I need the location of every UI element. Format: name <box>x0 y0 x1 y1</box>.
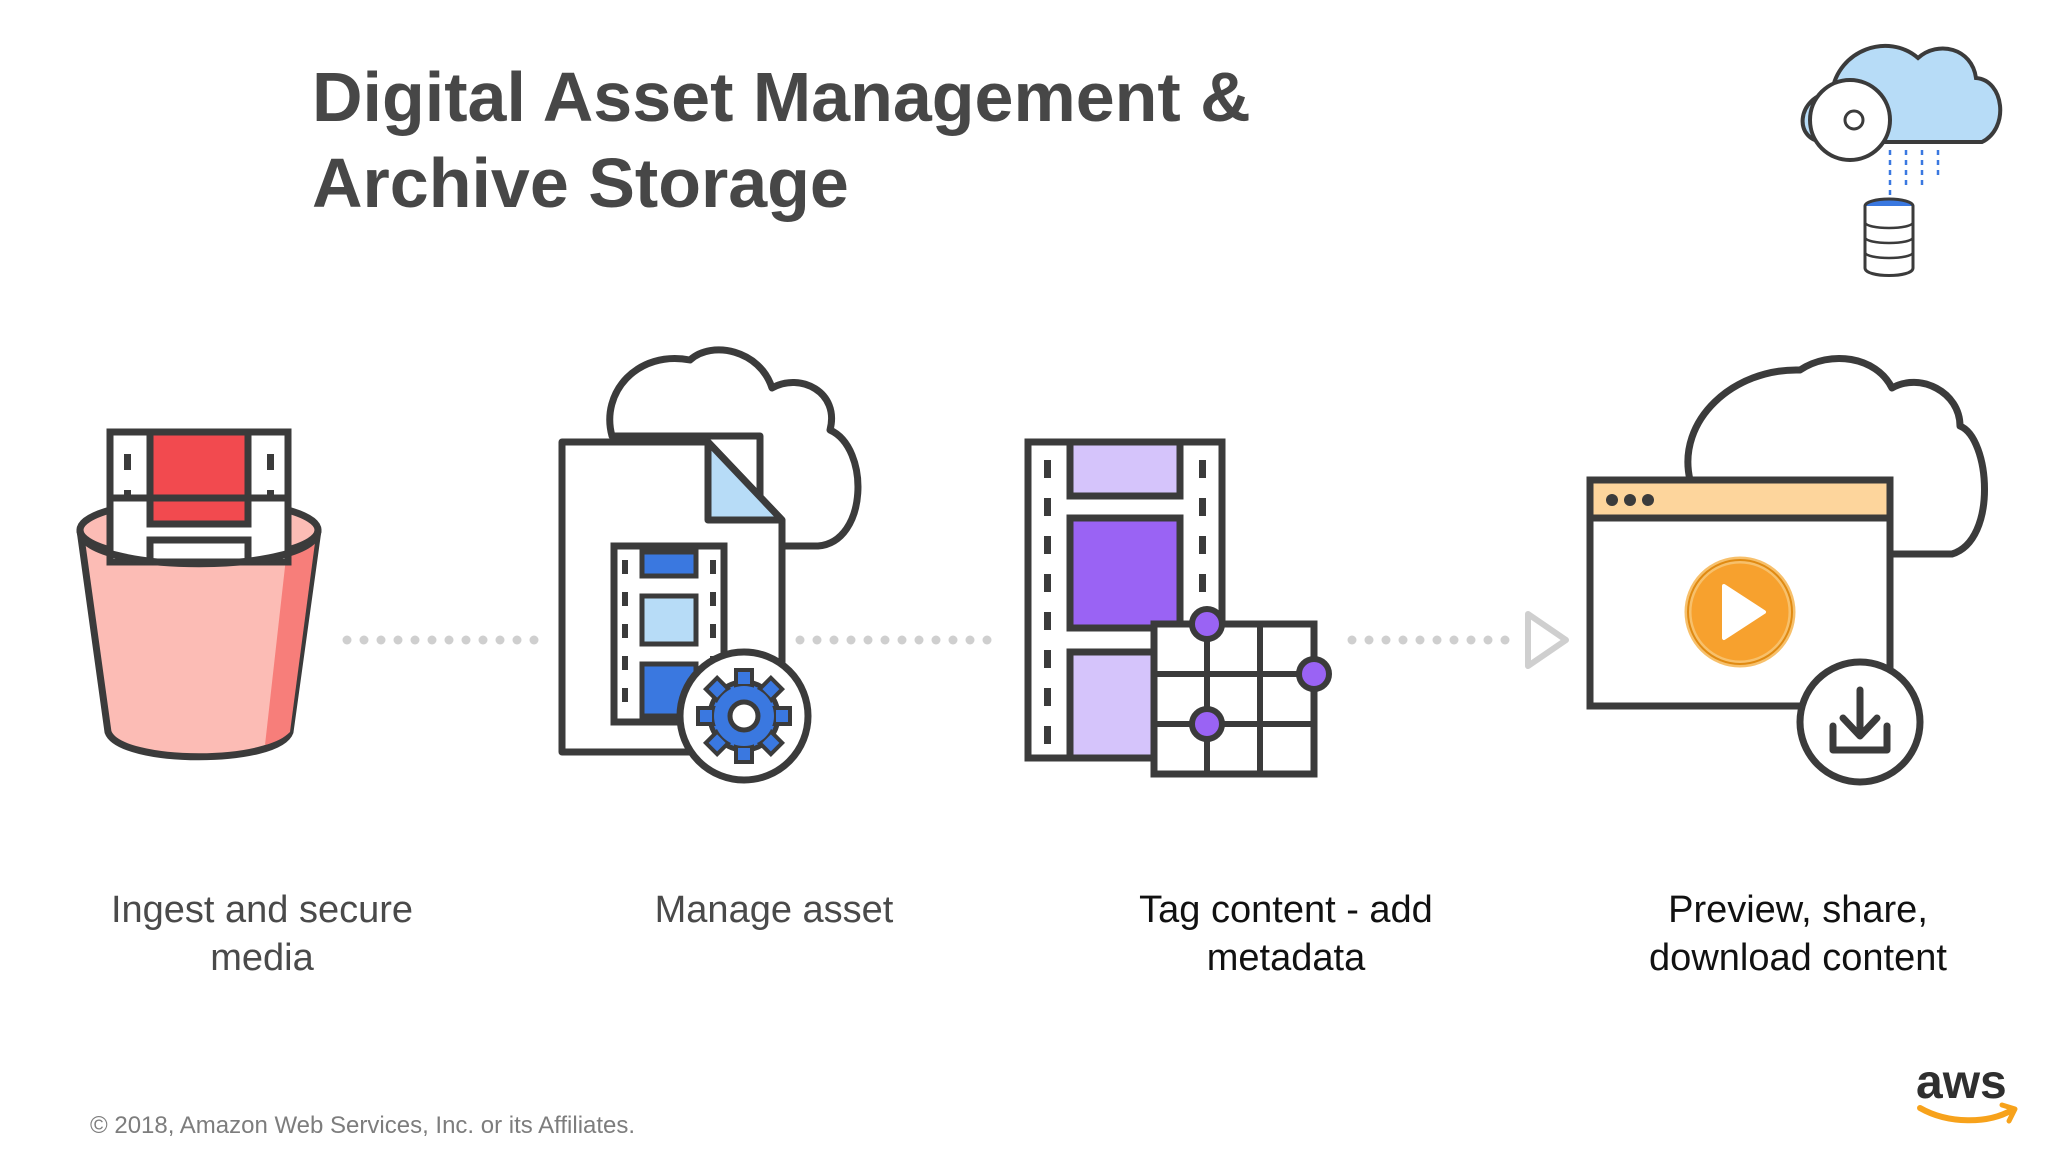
step-2-line-1: Manage asset <box>654 889 894 931</box>
title-line-1: Digital Asset Management & <box>312 58 1251 136</box>
step-label-preview: Preview, share, download content <box>1598 886 1998 982</box>
connector-dots-1 <box>342 635 539 645</box>
copyright-notice: © 2018, Amazon Web Services, Inc. or its… <box>90 1112 636 1139</box>
aws-logo: aws <box>1916 1056 2018 1124</box>
connector-arrow-3 <box>1347 611 1569 669</box>
title-line-2: Archive Storage <box>312 144 849 222</box>
bucket-film-icon <box>76 428 322 761</box>
file-film-gear-icon <box>558 346 862 784</box>
step-4-line-1: Preview, share, <box>1668 889 1928 931</box>
step-label-ingest: Ingest and secure media <box>62 886 462 982</box>
connector-dots-2 <box>795 635 992 645</box>
step-4-line-2: download content <box>1649 937 1947 979</box>
step-3-line-1: Tag content - add <box>1139 889 1433 931</box>
step-label-tag: Tag content - add metadata <box>1086 886 1486 982</box>
step-label-manage: Manage asset <box>574 886 974 934</box>
aws-logo-text: aws <box>1916 1056 2007 1109</box>
film-metadata-grid-icon <box>1024 438 1332 778</box>
step-3-line-2: metadata <box>1206 937 1366 979</box>
cloud-storage-icon <box>1800 43 2003 277</box>
step-1-line-1: Ingest and secure <box>110 889 414 931</box>
page-title: Digital Asset Management & Archive Stora… <box>312 54 1251 226</box>
step-1-line-2: media <box>210 937 314 979</box>
browser-play-download-icon <box>1586 354 1988 786</box>
